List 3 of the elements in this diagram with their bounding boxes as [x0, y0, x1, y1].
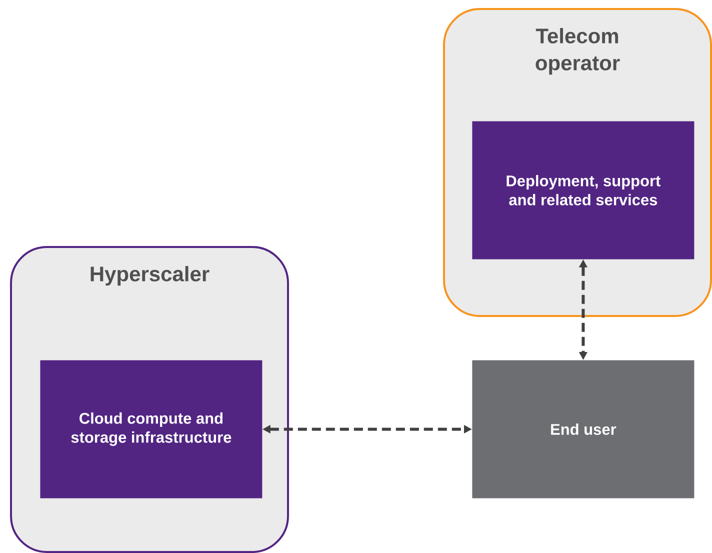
process-box: Deployment, support and related services	[472, 121, 694, 260]
process-box: End user	[472, 360, 694, 498]
process-box: Cloud compute and storage infrastructure	[40, 360, 262, 498]
